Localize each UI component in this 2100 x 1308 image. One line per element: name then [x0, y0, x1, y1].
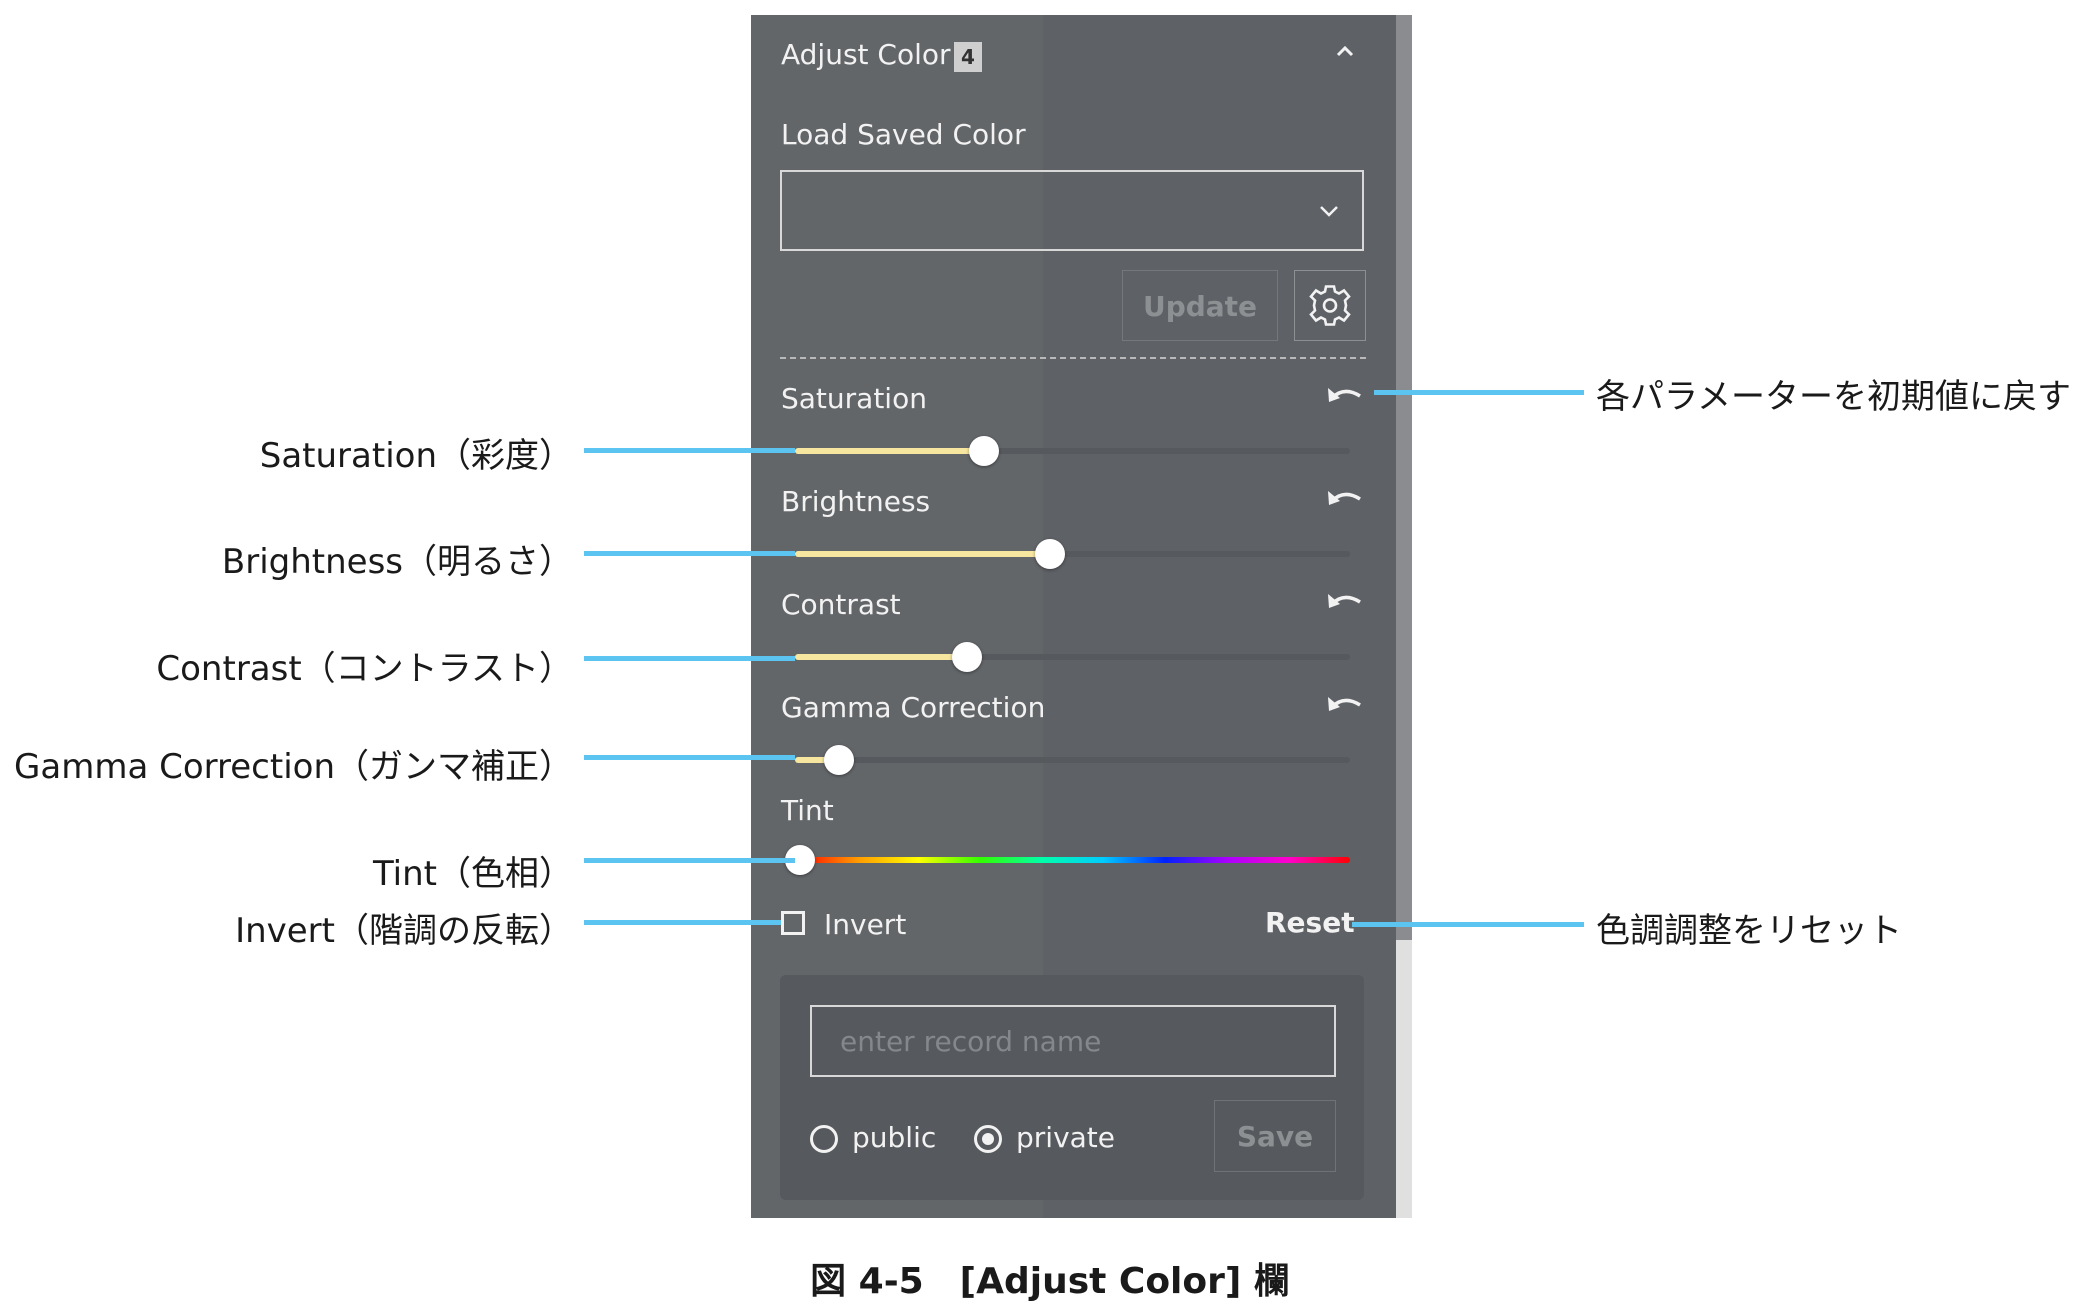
tint-slider-track[interactable] [795, 857, 1350, 863]
undo-brightness-icon[interactable] [1326, 485, 1364, 513]
brightness-slider-track[interactable] [795, 551, 1350, 557]
private-radio[interactable] [974, 1125, 1002, 1153]
count-badge: 4 [954, 42, 982, 72]
brightness-slider-thumb[interactable] [1035, 539, 1066, 569]
annotation-saturation: Saturation（彩度） [259, 436, 573, 476]
record-name-input[interactable] [810, 1005, 1336, 1077]
chevron-up-icon[interactable] [1334, 40, 1356, 62]
annotation-invert: Invert（階調の反転） [235, 911, 573, 951]
brightness-label: Brightness [781, 485, 931, 518]
settings-button[interactable] [1294, 270, 1366, 341]
save-button[interactable]: Save [1214, 1100, 1336, 1172]
saturation-slider-fill [795, 448, 984, 454]
callout-line-reset-param [1374, 390, 1584, 395]
annotation-reset-param: 各パラメーターを初期値に戻す [1596, 377, 2071, 417]
brightness-slider-fill [795, 551, 1051, 557]
load-saved-color-label: Load Saved Color [781, 118, 1026, 151]
update-button[interactable]: Update [1122, 270, 1278, 341]
chevron-down-icon[interactable] [1318, 200, 1340, 222]
figure-caption: 図 4-5 [Adjust Color] 欄 [810, 1261, 1290, 1302]
reset-button[interactable]: Reset [1265, 906, 1355, 939]
undo-contrast-icon[interactable] [1326, 588, 1364, 616]
gamma-slider-thumb[interactable] [824, 745, 855, 775]
callout-line-gamma [584, 755, 795, 760]
annotation-brightness: Brightness（明るさ） [221, 542, 573, 582]
annotation-gamma: Gamma Correction（ガンマ補正） [14, 747, 573, 787]
callout-line-brightness [584, 551, 795, 556]
tint-label: Tint [781, 794, 834, 827]
scrollbar-thumb[interactable] [1396, 15, 1412, 940]
callout-line-contrast [584, 656, 795, 661]
public-label: public [852, 1121, 937, 1154]
gamma-slider-track[interactable] [795, 757, 1350, 763]
gear-icon [1309, 285, 1351, 326]
panel-title[interactable]: Adjust Color [781, 38, 951, 71]
undo-saturation-icon[interactable] [1326, 382, 1364, 410]
saturation-slider-track[interactable] [795, 448, 1350, 454]
gamma-slider-fill [795, 757, 840, 763]
callout-line-tint [584, 858, 795, 863]
contrast-slider-fill [795, 654, 968, 660]
saturation-label: Saturation [781, 382, 927, 415]
annotation-contrast: Contrast（コントラスト） [156, 649, 573, 689]
callout-line-saturation [584, 448, 795, 453]
saved-color-select[interactable] [780, 170, 1364, 251]
gamma-correction-label: Gamma Correction [781, 691, 1046, 724]
saturation-slider-thumb[interactable] [968, 436, 999, 466]
invert-checkbox[interactable] [781, 911, 805, 935]
contrast-slider-thumb[interactable] [952, 642, 983, 672]
callout-line-reset-all [1352, 922, 1584, 927]
private-label: private [1016, 1121, 1115, 1154]
undo-gamma-icon[interactable] [1326, 691, 1364, 719]
invert-label: Invert [824, 908, 907, 941]
section-divider [780, 357, 1366, 359]
annotation-reset-all: 色調調整をリセット [1596, 911, 1902, 951]
contrast-slider-track[interactable] [795, 654, 1350, 660]
public-radio[interactable] [810, 1125, 838, 1153]
callout-line-invert [584, 920, 781, 925]
private-radio-selected-dot [982, 1133, 994, 1145]
annotation-tint: Tint（色相） [372, 854, 573, 894]
contrast-label: Contrast [781, 588, 901, 621]
